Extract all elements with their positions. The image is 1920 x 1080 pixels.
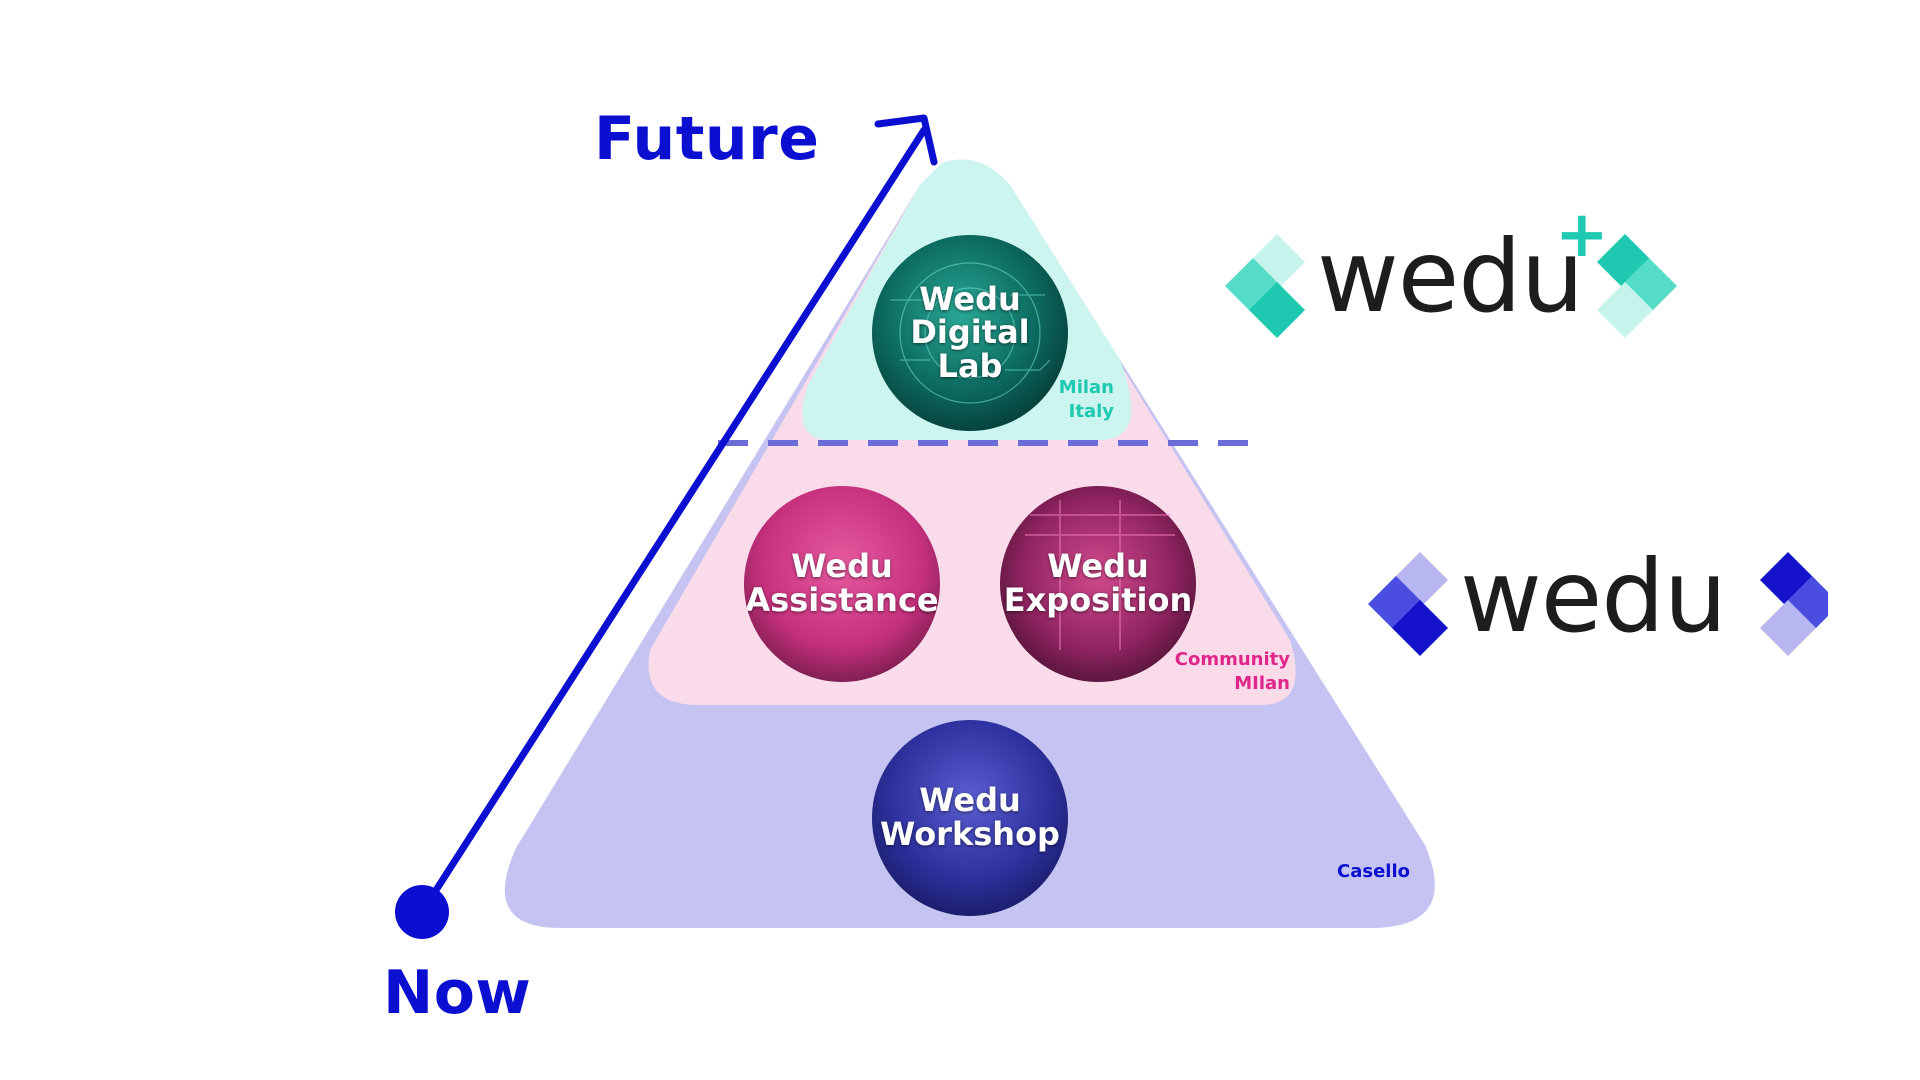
time-axis-arrowhead (874, 114, 938, 166)
top-tier-location-line1: Milan (1058, 377, 1114, 398)
workshop-title-line2: Workshop (880, 815, 1060, 853)
time-axis-origin-dot (395, 885, 449, 939)
wedu-plus-logo-text: wedu (1317, 218, 1584, 335)
workshop-title: Wedu Workshop (880, 784, 1060, 851)
digital-lab-circle: Wedu Digital Lab (872, 235, 1068, 431)
digital-lab-photo (872, 235, 1068, 431)
workshop-title-line1: Wedu (919, 781, 1021, 820)
time-axis-line (418, 126, 928, 916)
future-label: Future (594, 104, 820, 174)
exposition-title-line2: Exposition (1003, 581, 1193, 619)
bottom-tier-location-line1: Casello (1337, 861, 1410, 882)
digital-lab-title-line3: Lab (937, 346, 1003, 385)
exposition-circle: Wedu Exposition (1000, 486, 1196, 682)
assistance-title-line2: Assistance (745, 581, 939, 619)
exposition-title-line1: Wedu (1047, 547, 1149, 586)
wedu-logo: wedu (1368, 538, 1828, 668)
workshop-photo (872, 720, 1068, 916)
workshop-circle: Wedu Workshop (872, 720, 1068, 916)
middle-tier-location: Community MIlan (1140, 648, 1290, 697)
top-tier-location-line2: Italy (1068, 401, 1114, 423)
exposition-title: Wedu Exposition (1004, 550, 1192, 617)
wedu-plus-logo-plus: + (1555, 198, 1609, 272)
digital-lab-tech-pattern (890, 262, 1051, 404)
middle-tier-location-line2: MIlan (1234, 673, 1290, 695)
top-tier-location: Milan Italy (1020, 376, 1114, 425)
wedu-logo-mark (1368, 552, 1828, 656)
exposition-gallery-pattern (1025, 500, 1175, 650)
assistance-photo (744, 486, 940, 682)
now-label: Now (383, 958, 532, 1028)
assistance-title-line1: Wedu (791, 547, 893, 586)
wedu-plus-logo-mark (1225, 234, 1677, 338)
wedu-plus-logo: wedu + (1225, 198, 1685, 350)
assistance-title: Wedu Assistance (745, 550, 938, 617)
bottom-tier-location: Casello (1300, 860, 1410, 884)
middle-tier-location-line1: Community (1174, 649, 1290, 670)
digital-lab-title: Wedu Digital Lab (910, 279, 1030, 385)
digital-lab-title-line1: Wedu (919, 279, 1021, 318)
wedu-logo-text: wedu (1460, 538, 1727, 655)
assistance-circle: Wedu Assistance (744, 486, 940, 682)
digital-lab-title-line2: Digital (910, 313, 1030, 352)
